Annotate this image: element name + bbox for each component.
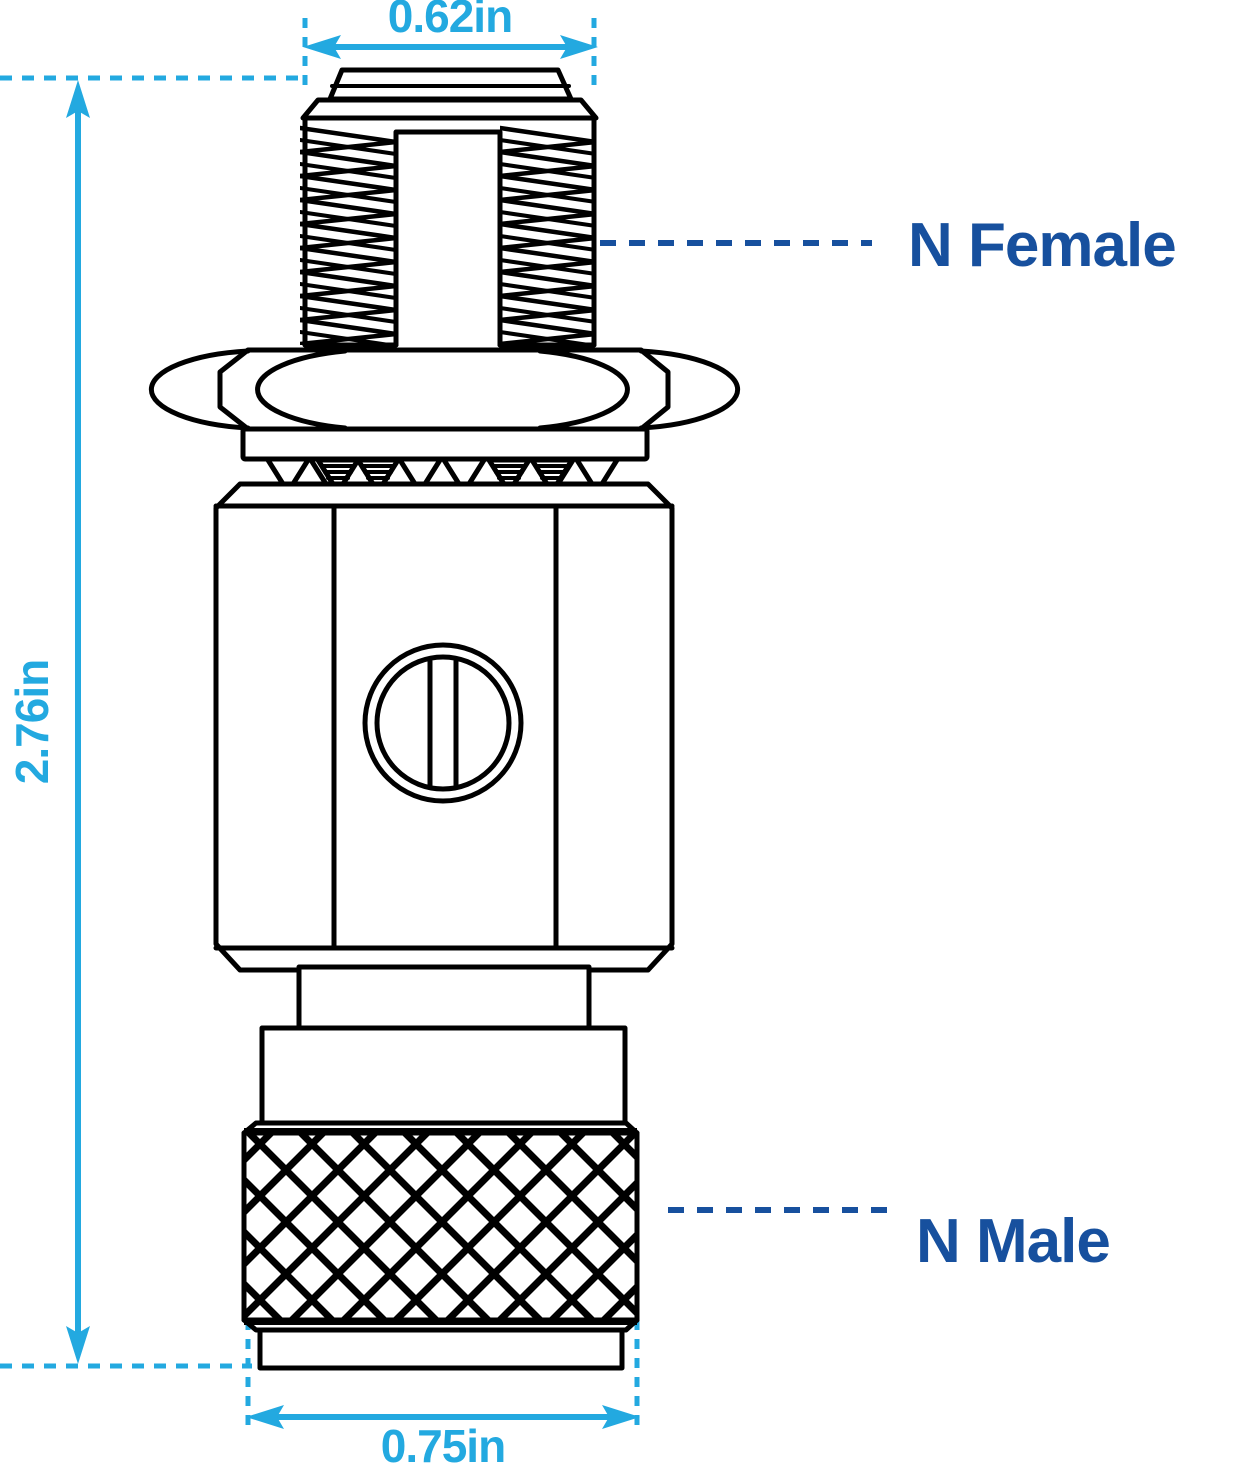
threaded-barrel — [300, 115, 597, 348]
callout-label-n-female: N Female — [908, 211, 1176, 280]
dimension-label-bottom-width: 0.75in — [381, 1420, 505, 1467]
flange-cap — [300, 67, 599, 121]
slotted-screw — [362, 642, 524, 804]
dimension-arrow-top-width — [303, 35, 598, 59]
dimension-label-overall-height: 2.76in — [6, 660, 58, 784]
hex-nut — [148, 347, 741, 432]
dimension-arrow-overall-height — [66, 80, 90, 1364]
flat-washer — [240, 426, 650, 462]
neck — [296, 964, 592, 1033]
knurled-coupling-nut — [241, 1120, 640, 1333]
collar — [259, 1025, 628, 1126]
dimension-extension-lines — [0, 18, 640, 1434]
dimension-label-top-width: 0.62in — [388, 0, 512, 42]
dimension-arrow-bottom-width — [246, 1405, 640, 1429]
connector-artwork — [148, 67, 741, 1371]
base-sleeve — [257, 1327, 625, 1371]
thread-ridges-left — [300, 125, 396, 345]
thread-ridges-right — [500, 125, 596, 345]
callout-label-n-male: N Male — [916, 1207, 1110, 1276]
hex-body — [213, 481, 675, 973]
